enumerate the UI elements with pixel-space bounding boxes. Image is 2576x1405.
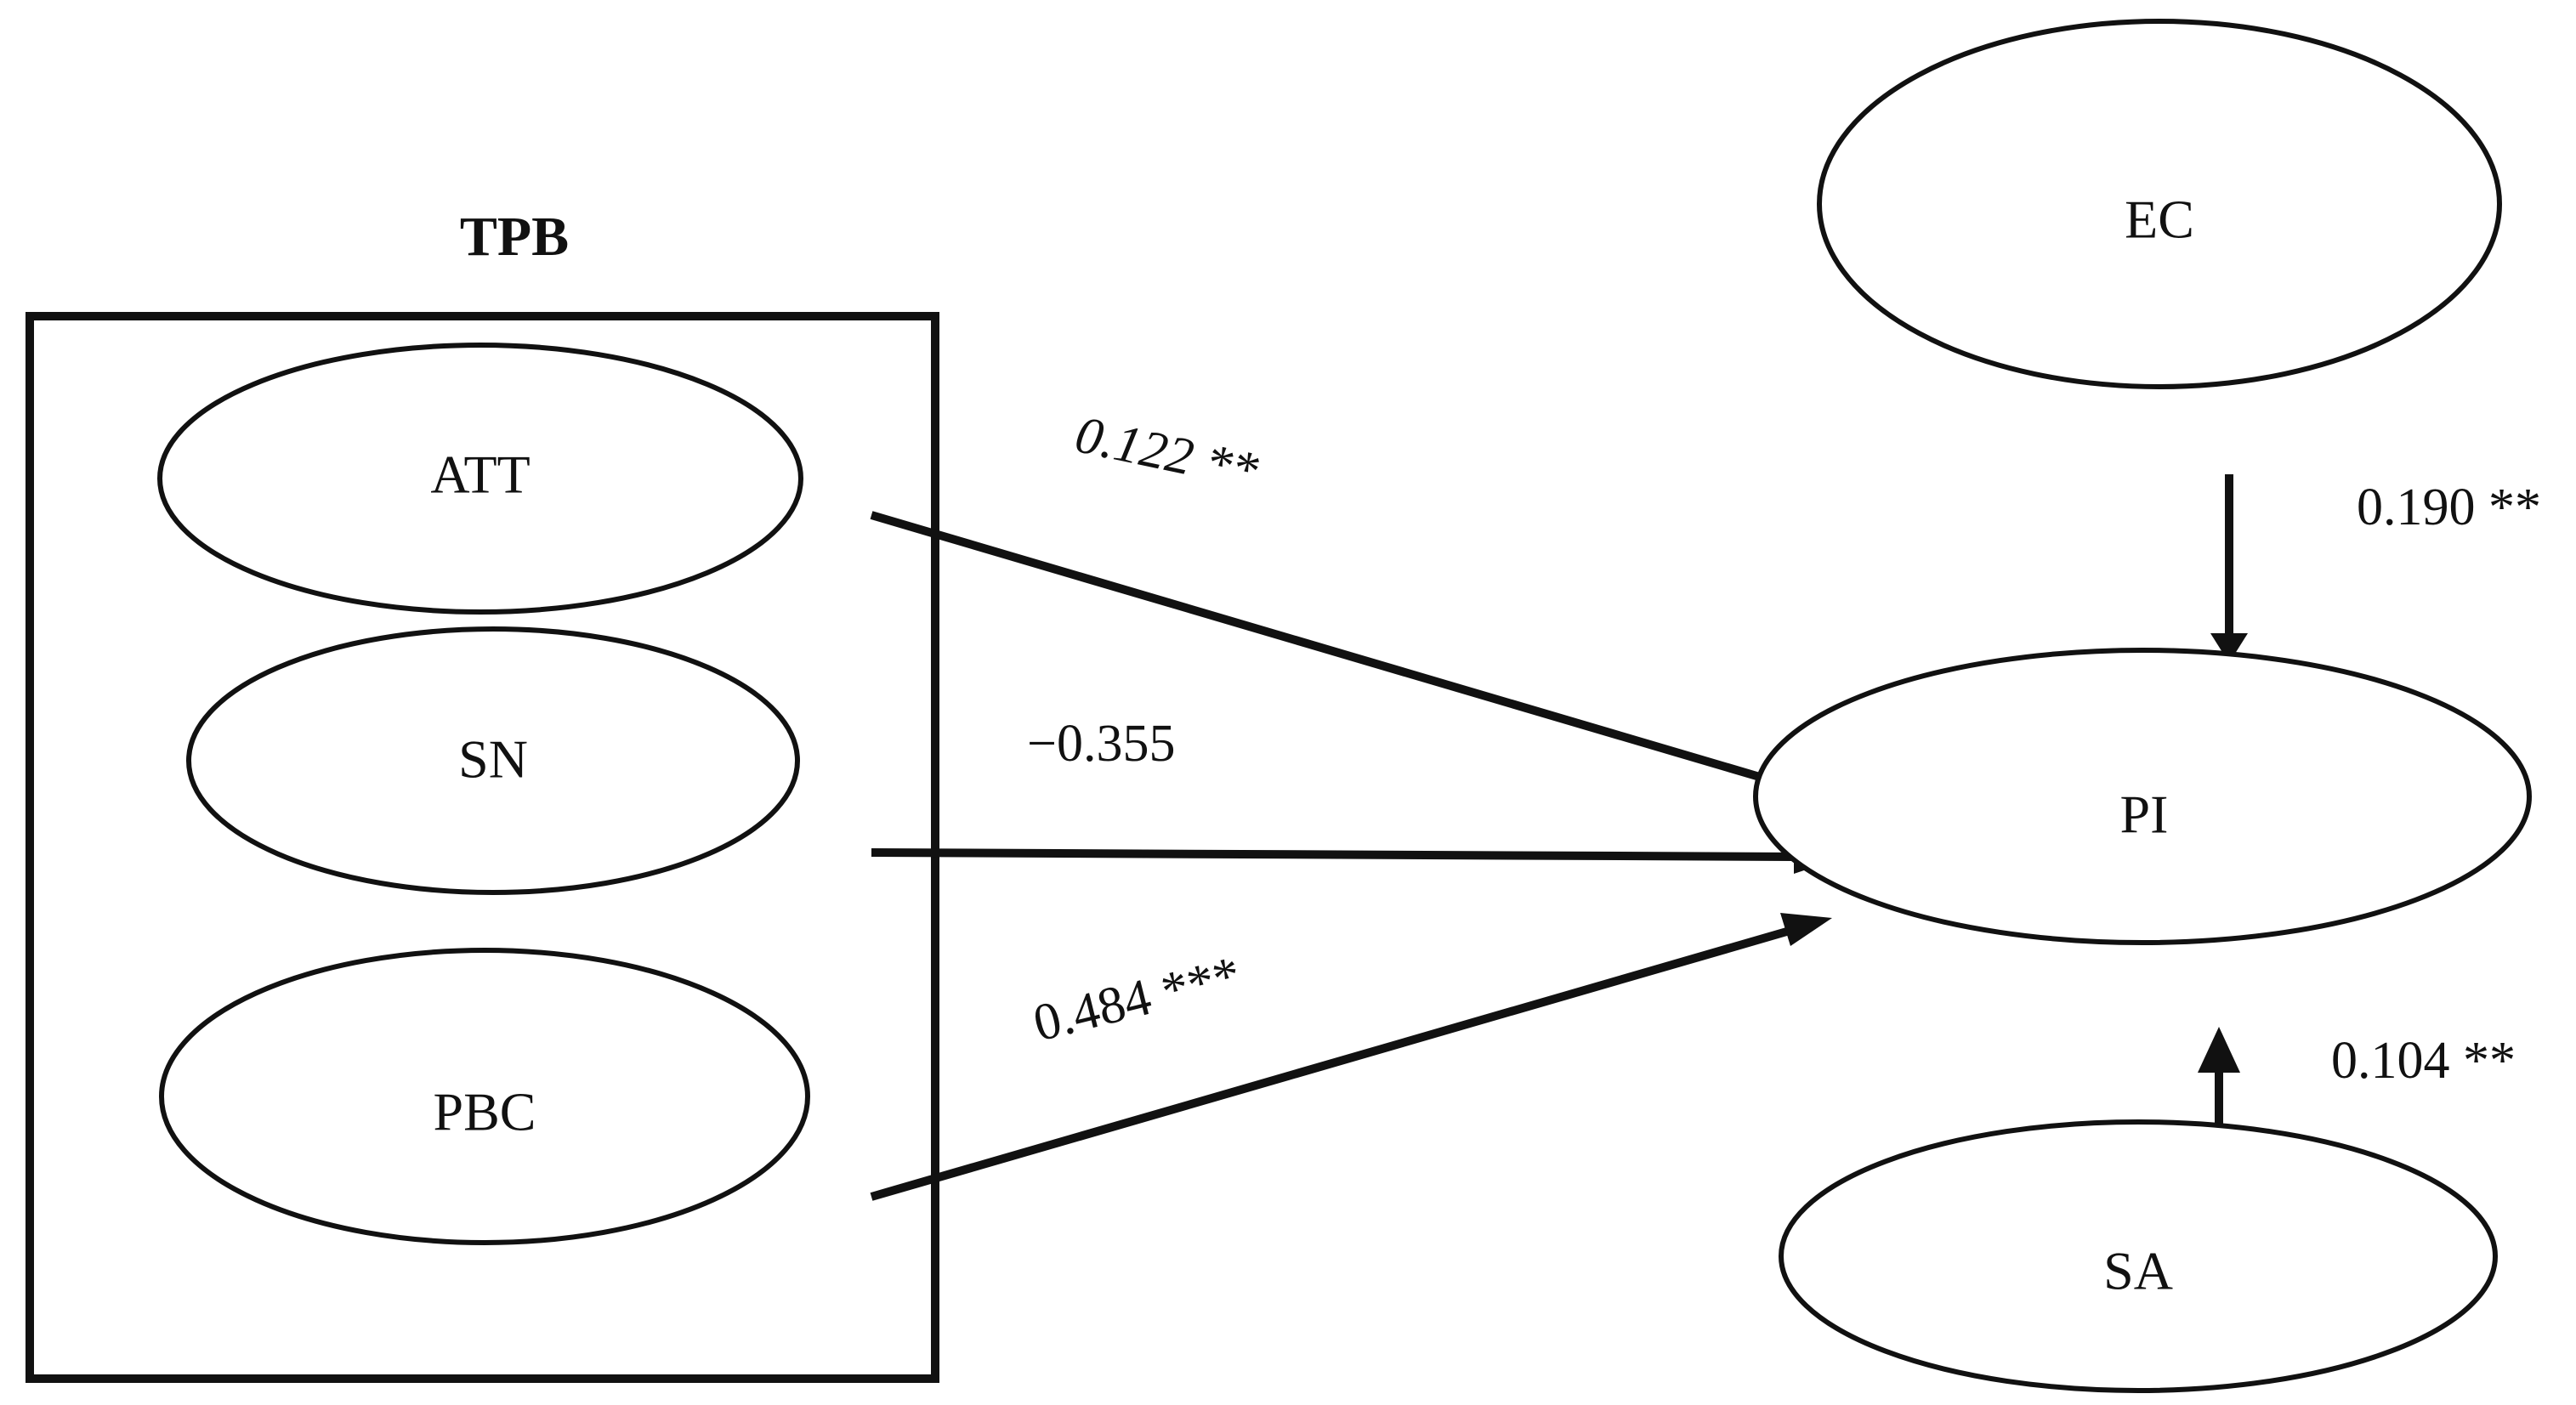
path-sn-pi — [871, 848, 1795, 861]
arrowhead-pbc-pi — [1780, 913, 1832, 946]
node-pi — [1753, 648, 2532, 945]
path-pbc-pi — [870, 926, 1791, 1201]
node-sa-label: SA — [2103, 1241, 2173, 1301]
tpb-group-box — [26, 312, 939, 1383]
node-sa — [1779, 1119, 2498, 1393]
node-pbc — [159, 948, 810, 1245]
arrowhead-sa-pi — [2198, 1027, 2240, 1073]
path-att-pi — [870, 511, 1779, 786]
node-ec — [1817, 19, 2502, 389]
coef-att-pi: 0.122 ** — [1070, 405, 1262, 501]
coef-pbc-pi: 0.484 *** — [1028, 946, 1246, 1053]
node-pi-label: PI — [2120, 785, 2169, 845]
node-att — [157, 343, 803, 615]
coef-sn-pi: −0.355 — [1027, 715, 1175, 773]
node-pbc-label: PBC — [434, 1082, 536, 1142]
node-ec-label: EC — [2125, 190, 2194, 250]
node-att-label: ATT — [430, 445, 530, 505]
node-sn — [186, 626, 800, 895]
coef-ec-pi: 0.190 ** — [2357, 479, 2541, 536]
coef-sa-pi: 0.104 ** — [2331, 1032, 2516, 1090]
arrowhead-ec-pi — [2210, 633, 2248, 663]
tpb-group-title: TPB — [460, 206, 569, 268]
node-sn-label: SN — [458, 729, 528, 790]
